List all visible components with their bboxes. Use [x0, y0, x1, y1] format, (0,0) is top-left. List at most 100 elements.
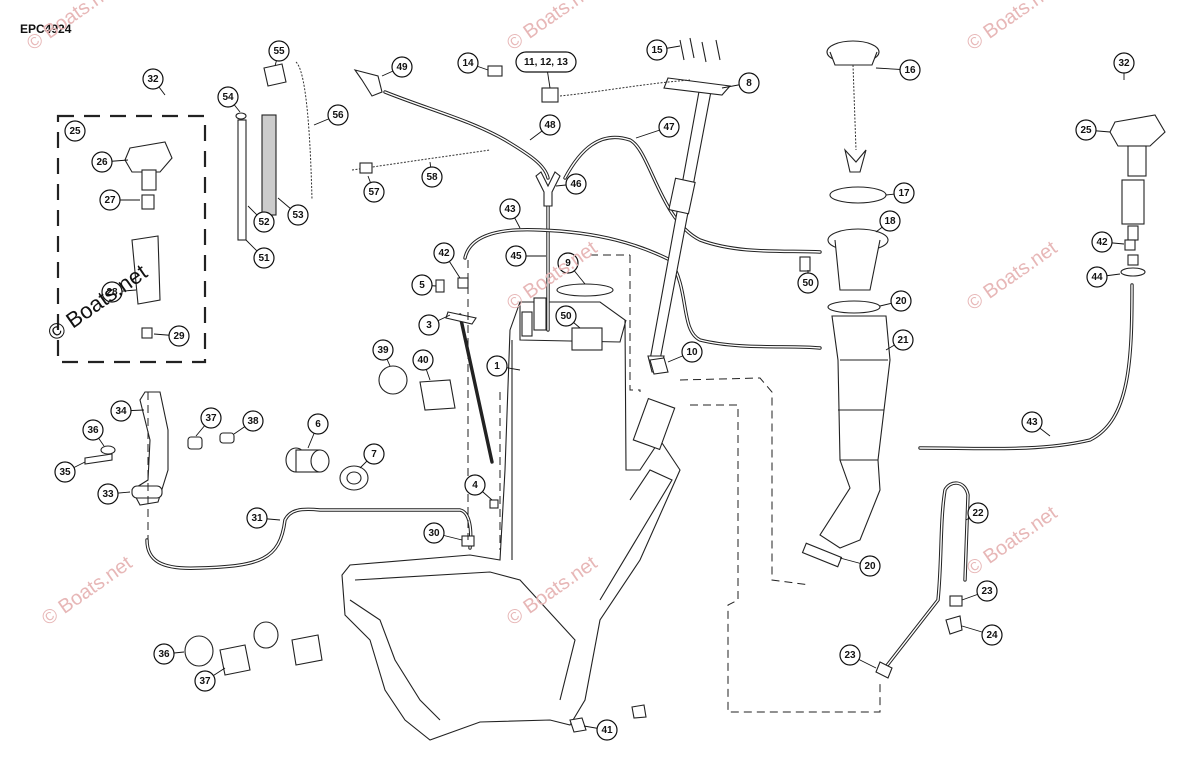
- callout-badge[interactable]: [391, 56, 413, 78]
- callout-badge[interactable]: [253, 247, 275, 269]
- callout-badge[interactable]: [499, 198, 521, 220]
- part-callout-56[interactable]: 56: [313, 104, 349, 126]
- callout-badge[interactable]: [557, 252, 579, 274]
- part-callout-58[interactable]: 58: [421, 161, 443, 188]
- part-callout-29[interactable]: 29: [153, 325, 190, 347]
- part-callout-30[interactable]: 30: [423, 522, 463, 544]
- callout-badge[interactable]: [64, 120, 86, 142]
- part-callout-11-12-13[interactable]: 11, 12, 13: [515, 51, 577, 89]
- callout-badge[interactable]: [287, 204, 309, 226]
- part-callout-44[interactable]: 44: [1086, 266, 1121, 288]
- part-callout-23[interactable]: 23: [839, 644, 877, 669]
- callout-badge[interactable]: [217, 86, 239, 108]
- callout-badge[interactable]: [423, 522, 445, 544]
- part-callout-27[interactable]: 27: [99, 189, 140, 211]
- part-callout-49[interactable]: 49: [381, 56, 413, 78]
- part-callout-50[interactable]: 50: [555, 305, 581, 329]
- callout-badge[interactable]: [242, 410, 264, 432]
- callout-badge[interactable]: [246, 507, 268, 529]
- callout-badge[interactable]: [899, 59, 921, 81]
- callout-badge[interactable]: [596, 719, 618, 741]
- callout-badge[interactable]: [110, 400, 132, 422]
- part-callout-17[interactable]: 17: [885, 182, 915, 204]
- part-callout-25[interactable]: 25: [1075, 119, 1111, 141]
- callout-badge[interactable]: [412, 349, 434, 371]
- part-callout-36[interactable]: 36: [153, 643, 185, 665]
- part-callout-39[interactable]: 39: [372, 339, 394, 367]
- part-callout-41[interactable]: 41: [583, 719, 618, 741]
- part-callout-43[interactable]: 43: [499, 198, 521, 229]
- callout-badge[interactable]: [658, 116, 680, 138]
- callout-badge[interactable]: [82, 419, 104, 441]
- callout-badge[interactable]: [168, 325, 190, 347]
- part-callout-9[interactable]: 9: [557, 252, 586, 285]
- callout-badge[interactable]: [839, 644, 861, 666]
- callout-badge[interactable]: [486, 355, 508, 377]
- part-callout-50[interactable]: 50: [797, 270, 819, 294]
- part-callout-8[interactable]: 8: [721, 72, 760, 94]
- callout-badge[interactable]: [253, 211, 275, 233]
- callout-badge[interactable]: [411, 274, 433, 296]
- part-callout-16[interactable]: 16: [875, 59, 921, 81]
- callout-badge[interactable]: [91, 151, 113, 173]
- part-callout-31[interactable]: 31: [246, 507, 281, 529]
- part-callout-5[interactable]: 5: [411, 274, 437, 296]
- callout-badge[interactable]: [1113, 52, 1135, 74]
- callout-badge[interactable]: [967, 502, 989, 524]
- part-callout-34[interactable]: 34: [110, 400, 145, 422]
- callout-badge[interactable]: [363, 181, 385, 203]
- part-callout-40[interactable]: 40: [412, 349, 434, 381]
- callout-badge[interactable]: [268, 40, 290, 62]
- part-callout-32[interactable]: 32: [1113, 52, 1135, 80]
- callout-badge[interactable]: [555, 305, 577, 327]
- part-callout-3[interactable]: 3: [418, 314, 451, 336]
- part-callout-25[interactable]: 25: [64, 120, 86, 142]
- callout-badge[interactable]: [99, 189, 121, 211]
- part-callout-20[interactable]: 20: [879, 290, 912, 312]
- callout-badge[interactable]: [505, 245, 527, 267]
- part-callout-37[interactable]: 37: [194, 667, 226, 692]
- callout-badge[interactable]: [890, 290, 912, 312]
- part-callout-1[interactable]: 1: [486, 355, 521, 377]
- callout-badge[interactable]: [200, 407, 222, 429]
- callout-badge[interactable]: [194, 670, 216, 692]
- part-callout-15[interactable]: 15: [646, 39, 681, 61]
- part-callout-53[interactable]: 53: [277, 197, 309, 226]
- part-callout-22[interactable]: 22: [965, 502, 989, 524]
- callout-badge[interactable]: [859, 555, 881, 577]
- callout-badge[interactable]: [457, 52, 479, 74]
- part-callout-14[interactable]: 14: [457, 52, 489, 74]
- callout-badge[interactable]: [981, 624, 1003, 646]
- part-callout-51[interactable]: 51: [245, 239, 275, 269]
- part-callout-46[interactable]: 46: [555, 173, 587, 195]
- part-callout-36[interactable]: 36: [82, 419, 105, 447]
- callout-badge[interactable]: [879, 210, 901, 232]
- callout-badge[interactable]: [539, 114, 561, 136]
- part-callout-38[interactable]: 38: [233, 410, 264, 435]
- callout-badge[interactable]: [1021, 411, 1043, 433]
- part-callout-24[interactable]: 24: [961, 624, 1003, 646]
- callout-badge[interactable]: [433, 242, 455, 264]
- callout-badge[interactable]: [1091, 231, 1113, 253]
- callout-badge[interactable]: [1075, 119, 1097, 141]
- callout-badge[interactable]: [327, 104, 349, 126]
- callout-badge[interactable]: [565, 173, 587, 195]
- callout-badge[interactable]: [892, 329, 914, 351]
- callout-badge[interactable]: [363, 443, 385, 465]
- part-callout-26[interactable]: 26: [91, 151, 129, 173]
- part-callout-55[interactable]: 55: [268, 40, 290, 67]
- callout-badge[interactable]: [97, 483, 119, 505]
- callout-badge[interactable]: [54, 461, 76, 483]
- callout-badge[interactable]: [893, 182, 915, 204]
- part-callout-35[interactable]: 35: [54, 461, 86, 483]
- part-callout-28[interactable]: 28: [101, 281, 137, 303]
- callout-badge[interactable]: [153, 643, 175, 665]
- part-callout-54[interactable]: 54: [217, 86, 241, 113]
- part-callout-37[interactable]: 37: [195, 407, 222, 437]
- callout-badge[interactable]: [101, 281, 123, 303]
- callout-badge[interactable]: [681, 341, 703, 363]
- callout-badge[interactable]: [976, 580, 998, 602]
- callout-badge[interactable]: [421, 166, 443, 188]
- part-callout-4[interactable]: 4: [464, 474, 493, 501]
- part-callout-6[interactable]: 6: [307, 413, 329, 449]
